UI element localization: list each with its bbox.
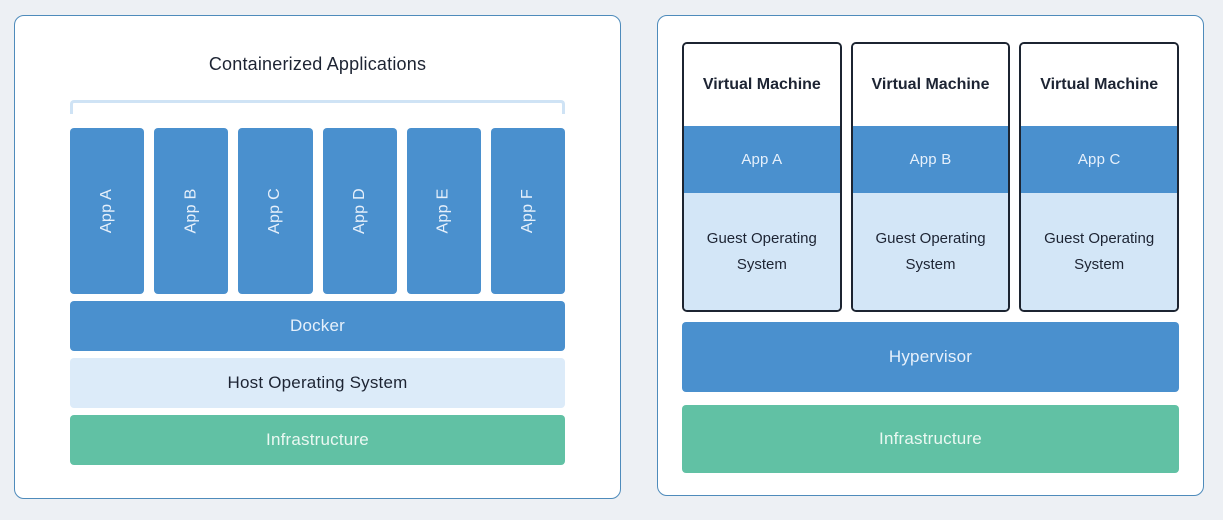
app-bar: App C — [238, 128, 313, 294]
hypervisor-layer: Hypervisor — [682, 322, 1179, 392]
app-bar-label: App E — [434, 188, 452, 234]
app-bar-label: App C — [266, 188, 284, 234]
app-bar: App E — [406, 128, 481, 294]
app-bar-label: App F — [518, 188, 536, 234]
vm-title: Virtual Machine — [1021, 44, 1178, 126]
containers-panel: Containerized Applications App A App B A… — [14, 15, 621, 499]
host-os-layer: Host Operating System — [70, 358, 565, 408]
app-bar: App B — [154, 128, 229, 294]
app-bar: App D — [322, 128, 397, 294]
docker-layer: Docker — [70, 301, 565, 351]
vm-guest-os: Guest Operating System — [684, 193, 840, 310]
apps-row: App A App B App C App D App E App F — [70, 128, 566, 294]
vm-app-band: App B — [852, 126, 1009, 193]
vm-title: Virtual Machine — [852, 44, 1009, 126]
vm-row: Virtual Machine App A Guest Operating Sy… — [682, 42, 1180, 312]
vm-guest-os: Guest Operating System — [852, 193, 1009, 310]
apps-bracket — [70, 100, 565, 114]
app-bar-label: App A — [98, 188, 116, 234]
containers-panel-title: Containerized Applications — [208, 54, 427, 74]
vm-app-band: App A — [684, 126, 840, 193]
infrastructure-layer-right: Infrastructure — [682, 405, 1179, 473]
vm-box: Virtual Machine App B Guest Operating Sy… — [850, 42, 1011, 312]
vm-panel: Virtual Machine App A Guest Operating Sy… — [657, 15, 1204, 496]
app-bar: App A — [70, 128, 145, 294]
infrastructure-layer-left: Infrastructure — [70, 415, 565, 465]
app-bar-label: App D — [350, 188, 368, 234]
app-bar-label: App B — [182, 188, 200, 234]
app-bar: App F — [490, 128, 566, 294]
vm-box: Virtual Machine App A Guest Operating Sy… — [682, 42, 842, 312]
vm-guest-os: Guest Operating System — [1021, 193, 1178, 310]
vm-app-band: App C — [1021, 126, 1178, 193]
vm-box: Virtual Machine App C Guest Operating Sy… — [1019, 42, 1180, 312]
vm-title: Virtual Machine — [684, 44, 840, 126]
